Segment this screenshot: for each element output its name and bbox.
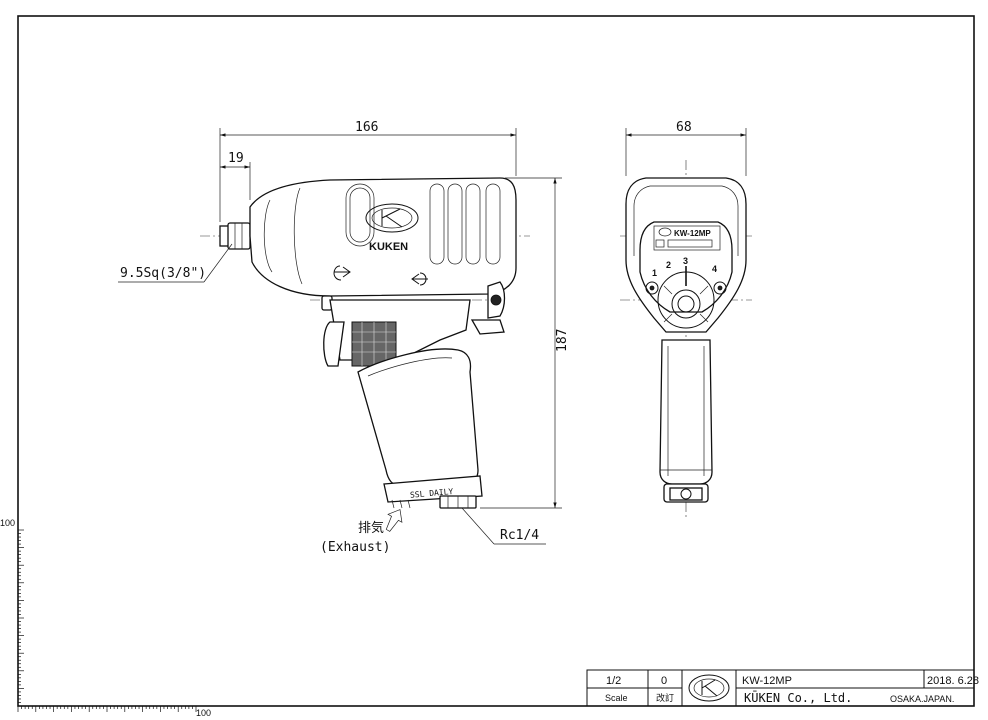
leader-air-inlet: Rc1/4 (461, 507, 546, 545)
exhaust-label-jp: 排気 (358, 520, 384, 536)
dim-width: 68 (676, 120, 692, 135)
revision-label: 改訂 (656, 692, 674, 703)
exhaust-callout: 排気 (Exhaust) (320, 509, 403, 555)
model-plate (653, 225, 721, 251)
brand-label: KUKEN (369, 241, 408, 253)
scale-label: Scale (605, 693, 628, 703)
scale-value: 1/2 (606, 675, 621, 687)
dim-height: 187 (555, 329, 570, 352)
horizontal-scale-label: 100 (196, 708, 211, 718)
side-view: KUKEN SSL DAILY (200, 177, 530, 509)
dimension-166: 166 (219, 120, 517, 222)
position-4: 4 (712, 264, 717, 274)
trigger (323, 321, 345, 367)
dim-anvil: 19 (228, 151, 244, 166)
position-1: 1 (652, 268, 657, 278)
sheet-border (17, 15, 975, 707)
front-view: KW-12MP 1 2 3 4 (620, 160, 752, 520)
title-block: 1/2 Scale 0 改訂 KW-12MP 2018. 6.28 KŪKEN … (586, 669, 979, 707)
direction-arrows (333, 265, 428, 286)
vertical-scale-label: 100 (0, 518, 15, 528)
title-model: KW-12MP (742, 675, 792, 687)
air-inlet-label: Rc1/4 (500, 528, 539, 543)
kuken-logo (365, 203, 419, 233)
title-date: 2018. 6.28 (927, 675, 979, 687)
tool-body (249, 177, 517, 297)
title-location: OSAKA.JAPAN. (890, 694, 954, 704)
square-drive-label: 9.5Sq(3/8") (120, 266, 206, 281)
leader-square-drive: 9.5Sq(3/8") (118, 243, 233, 283)
dimension-187: 187 (480, 177, 570, 509)
title-company: KŪKEN Co., Ltd. (744, 691, 852, 705)
dimension-68: 68 (625, 120, 747, 176)
vertical-scale: 100 (0, 518, 24, 707)
company-logo (688, 674, 730, 702)
handle-grip (357, 348, 479, 487)
revision-value: 0 (661, 675, 667, 687)
position-3: 3 (683, 256, 688, 266)
position-2: 2 (666, 260, 671, 270)
dim-length: 166 (355, 120, 378, 135)
horizontal-scale: 100 (17, 705, 211, 718)
dimension-19: 19 (220, 151, 251, 200)
ventilation-ribs (345, 183, 501, 265)
exhaust-label-en: (Exhaust) (320, 540, 390, 555)
model-plate-text: KW-12MP (674, 229, 711, 238)
